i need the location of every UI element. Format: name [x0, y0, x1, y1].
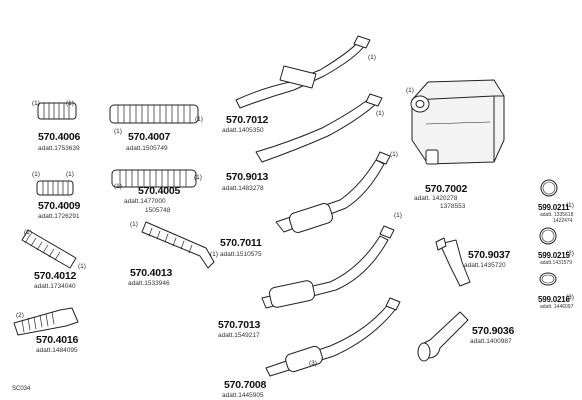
qty-4005-b: (1) [194, 174, 202, 181]
qty-0215: (2) [566, 250, 574, 257]
part-number-4016[interactable]: 570.4016 [36, 334, 79, 346]
adatt-7002-alt: 1378553 [440, 203, 466, 210]
adatt-4005-alt: 1505748 [145, 207, 171, 214]
adatt-7012: adatt.1405350 [222, 127, 264, 134]
part-number-4005[interactable]: 570.4005 [138, 185, 181, 197]
qty-7013: (1) [394, 212, 402, 219]
pipe-9037[interactable] [435, 237, 471, 287]
flex-pipe-4009[interactable] [36, 180, 74, 196]
clamp-0216[interactable] [539, 272, 557, 286]
part-number-7008[interactable]: 570.7008 [224, 379, 267, 391]
flex-pipe-4005[interactable] [111, 169, 197, 188]
adatt-0211-alt: 1422474 [553, 218, 573, 224]
flex-pipe-4012[interactable] [21, 229, 77, 269]
adatt-7013: adatt.1549217 [218, 332, 260, 339]
adatt-0216: adatt. 1446097 [540, 304, 574, 310]
qty-4012-b: (1) [78, 263, 86, 270]
pipe-7013[interactable] [261, 225, 395, 309]
qty-4006-b: (1) [66, 100, 74, 107]
part-number-0216[interactable]: 599.0216 [538, 295, 570, 304]
part-number-4012[interactable]: 570.4012 [34, 270, 77, 282]
adatt-7008: adatt.1445905 [222, 392, 264, 399]
qty-7008: (3) [309, 360, 317, 367]
part-number-7011[interactable]: 570.7011 [220, 237, 262, 249]
part-number-4007[interactable]: 570.4007 [128, 131, 171, 143]
adatt-0211: adatt. 1335618 [540, 212, 574, 218]
part-number-9013[interactable]: 570.9013 [226, 171, 269, 183]
part-number-7012[interactable]: 570.7012 [226, 114, 269, 126]
part-number-9036[interactable]: 570.9036 [472, 325, 515, 337]
flex-pipe-4006[interactable] [37, 102, 77, 120]
adatt-4016: adatt.1484095 [36, 347, 78, 354]
adatt-4009: adatt.1726291 [38, 213, 80, 220]
flex-pipe-4007[interactable] [109, 104, 199, 124]
part-number-7013[interactable]: 570.7013 [218, 319, 261, 331]
part-number-7002[interactable]: 570.7002 [425, 183, 468, 195]
part-number-4013[interactable]: 570.4013 [130, 267, 173, 279]
adatt-0215: adatt.1431579 [540, 260, 572, 266]
pipe-7011[interactable] [275, 151, 391, 234]
part-number-0211[interactable]: 599.0211 [538, 203, 570, 212]
adatt-4007: adatt.1505749 [126, 145, 168, 152]
qty-4005-a: (1) [114, 183, 122, 190]
part-number-9037[interactable]: 570.9037 [468, 249, 511, 261]
qty-4016: (2) [16, 312, 24, 319]
adatt-7011: adatt.1510575 [220, 251, 262, 258]
qty-4012-a: (1) [24, 229, 32, 236]
adatt-9036: adatt.1400987 [470, 338, 512, 345]
pipe-9013[interactable] [255, 93, 383, 163]
qty-4013-a: (1) [130, 221, 138, 228]
adatt-7002: adatt. 1420278 [414, 195, 458, 202]
qty-7012: (1) [368, 54, 376, 61]
qty-4006-a: (1) [32, 100, 40, 107]
qty-7002: (1) [406, 87, 414, 94]
qty-4007-b: (1) [195, 116, 203, 123]
qty-4009-b: (1) [66, 171, 74, 178]
pipe-7008[interactable] [265, 297, 401, 377]
clamp-0215[interactable] [539, 227, 557, 245]
flex-pipe-4016[interactable] [13, 307, 79, 336]
qty-7011: (1) [390, 151, 398, 158]
adatt-9037: adatt.1435720 [464, 262, 506, 269]
qty-4007-a: (1) [114, 128, 122, 135]
qty-9013: (1) [376, 110, 384, 117]
adatt-4005: adatt.1477000 [124, 198, 166, 205]
part-number-4009[interactable]: 570.4009 [38, 200, 81, 212]
silencer-7002[interactable] [410, 79, 505, 165]
part-number-0215[interactable]: 599.0215 [538, 251, 570, 260]
qty-0211: (1) [566, 202, 574, 209]
clamp-0211[interactable] [540, 179, 558, 197]
adatt-9013: adatt.1483278 [222, 185, 264, 192]
diagram-code: SC034 [12, 386, 31, 392]
qty-4009-a: (1) [32, 171, 40, 178]
pipe-7012[interactable] [235, 35, 371, 109]
qty-0216: (3) [566, 294, 574, 301]
qty-4013-b: (1) [210, 251, 218, 258]
adatt-4012: adatt.1734040 [34, 283, 76, 290]
pipe-9036[interactable] [417, 311, 469, 362]
part-number-4006[interactable]: 570.4006 [38, 131, 81, 143]
adatt-4006: adatt.1753639 [38, 145, 80, 152]
flex-pipe-4013[interactable] [141, 221, 215, 269]
adatt-4013: adatt.1533946 [128, 280, 170, 287]
